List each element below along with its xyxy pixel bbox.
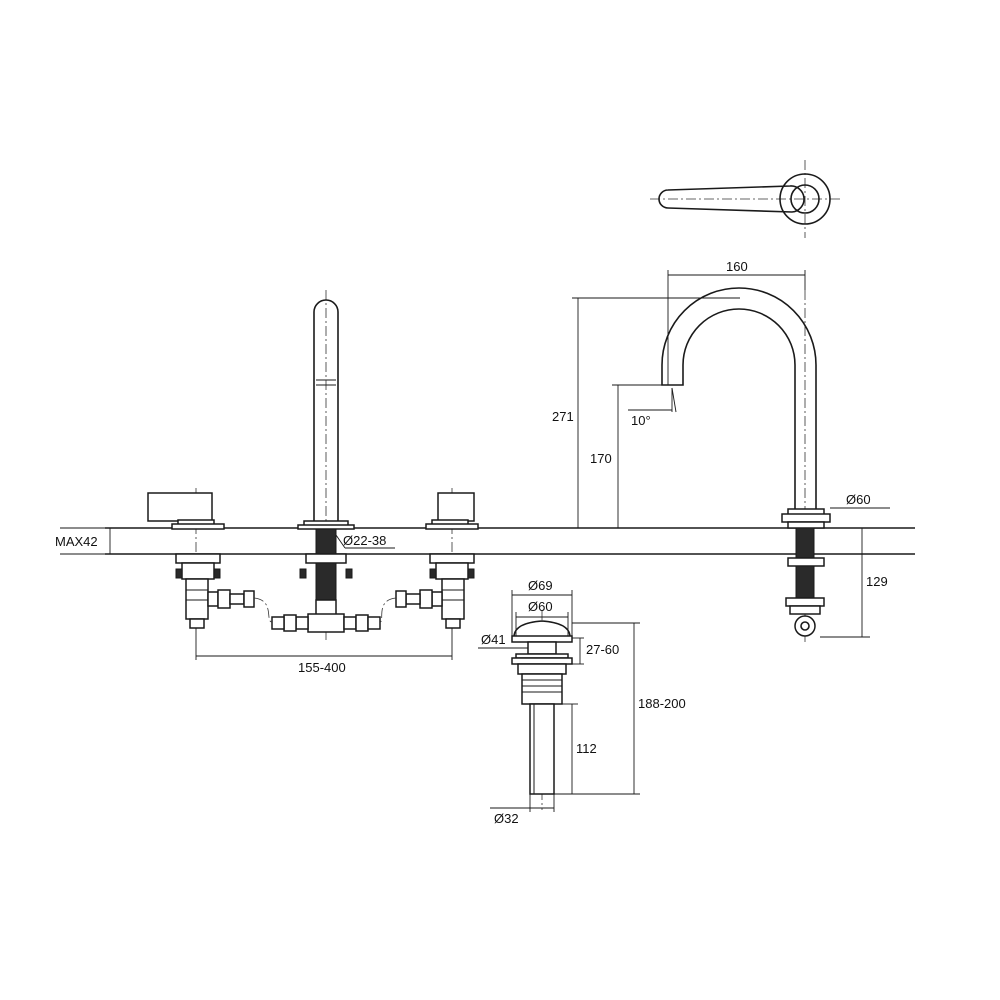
d22-38-label: Ø22-38 [343, 533, 386, 548]
h170-dimension: 170 [590, 384, 662, 528]
h129-label: 129 [866, 574, 888, 589]
d60-waste-label: Ø60 [528, 599, 553, 614]
popup-waste [511, 610, 573, 810]
d69-dimension: Ø69 [511, 578, 573, 636]
h170-label: 170 [590, 451, 612, 466]
r27-60-dimension: 27-60 [572, 637, 619, 665]
max42-dimension: MAX42 [55, 527, 111, 555]
r188-200-label: 188-200 [638, 696, 686, 711]
center-threaded-shank [315, 528, 337, 555]
angle-dimension: 10° [628, 387, 677, 428]
spout-threaded-shank [795, 527, 815, 559]
r27-60-label: 27-60 [586, 642, 619, 657]
h129-dimension: 129 [820, 527, 888, 638]
d22-38-dimension: Ø22-38 [335, 533, 395, 549]
d60-spout-label: Ø60 [846, 492, 871, 507]
right-handle-valve [395, 488, 479, 630]
left-handle-valve [147, 488, 255, 630]
tee-connector-assembly [253, 597, 397, 633]
r188-200-dimension: 188-200 [554, 622, 686, 795]
right-lever-handle [437, 492, 475, 522]
h112-dimension: 112 [562, 703, 597, 794]
width160-dimension: 160 [667, 259, 806, 385]
gooseneck-spout-side [661, 287, 831, 645]
h271-dimension: 271 [552, 297, 740, 528]
d69-label: Ø69 [528, 578, 553, 593]
d32-dimension: Ø32 [490, 794, 555, 826]
center-spout-front [297, 290, 355, 640]
deck-band [105, 527, 915, 555]
d60-spout-dimension: Ø60 [830, 492, 890, 509]
d41-label: Ø41 [481, 632, 506, 647]
angle-label: 10° [631, 413, 651, 428]
handle-top-view [650, 160, 840, 238]
spread-label: 155-400 [298, 660, 346, 675]
d32-label: Ø32 [494, 811, 519, 826]
width160-label: 160 [726, 259, 748, 274]
h112-label: 112 [576, 741, 597, 756]
d41-dimension: Ø41 [478, 632, 528, 649]
h271-label: 271 [552, 409, 574, 424]
max42-label: MAX42 [55, 534, 98, 549]
d60-waste-dimension: Ø60 [515, 599, 569, 636]
spread-dimension: 155-400 [195, 628, 453, 675]
left-lever-handle [147, 492, 213, 522]
